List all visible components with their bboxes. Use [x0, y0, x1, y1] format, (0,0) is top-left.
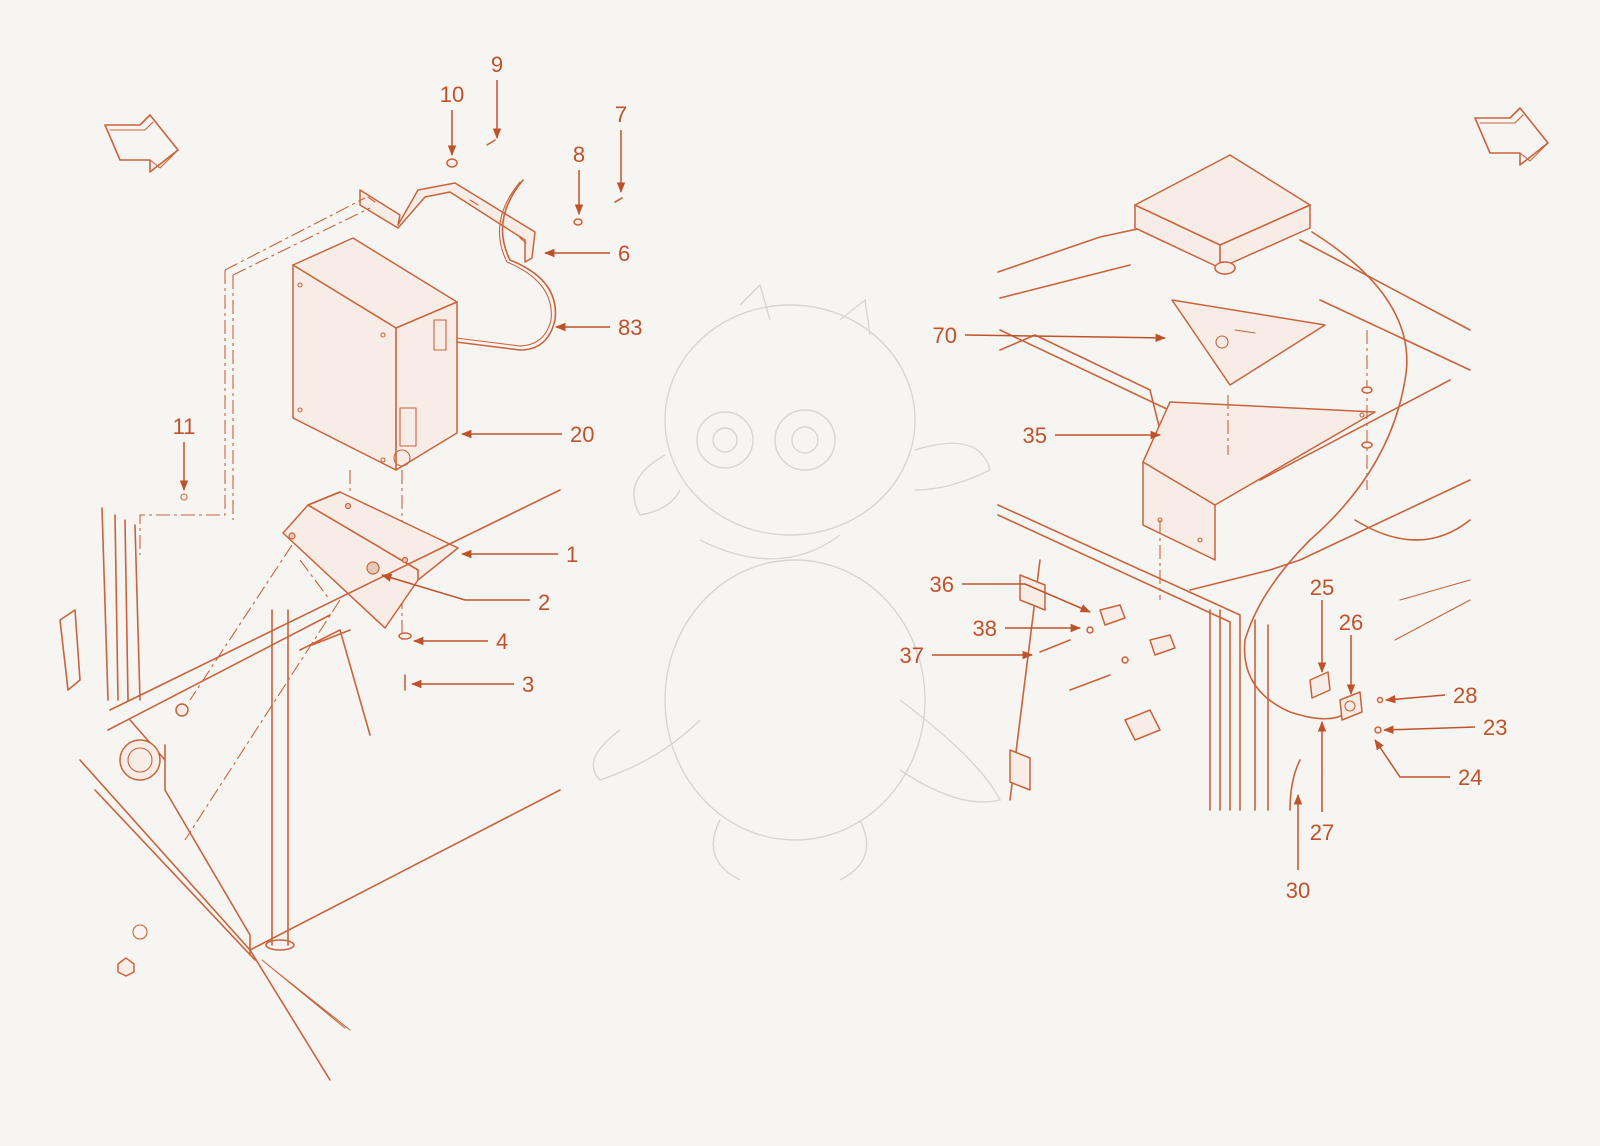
callout-c2: 2	[380, 573, 550, 615]
callout-label: 70	[933, 323, 957, 348]
callout-c23: 23	[1382, 715, 1507, 740]
callout-c9: 9	[491, 52, 503, 140]
frame-structure	[59, 489, 561, 1081]
callout-label: 6	[618, 241, 630, 266]
callout-c35: 35	[1023, 423, 1162, 448]
cover-panel	[1142, 401, 1376, 561]
callout-label: 38	[973, 616, 997, 641]
dragon-watermark-icon	[592, 283, 1002, 881]
callout-label: 9	[491, 52, 503, 77]
callout-label: 30	[1286, 878, 1310, 903]
callout-c70: 70	[933, 323, 1167, 348]
callout-label: 8	[573, 142, 585, 167]
callout-label: 20	[570, 422, 594, 447]
callout-c1: 1	[460, 542, 578, 567]
callout-c7: 7	[615, 102, 627, 194]
callout-label: 37	[900, 643, 924, 668]
antenna-cable	[1243, 231, 1408, 720]
fastener-set	[446, 139, 623, 226]
callout-label: 83	[618, 315, 642, 340]
callout-c25: 25	[1310, 575, 1334, 674]
callout-c28: 28	[1384, 683, 1477, 708]
enclosure-box	[292, 237, 458, 471]
callout-c20: 20	[460, 422, 594, 447]
callout-label: 35	[1023, 423, 1047, 448]
callout-c3: 3	[410, 672, 534, 697]
callout-label: 26	[1339, 610, 1363, 635]
callout-label: 7	[615, 102, 627, 127]
callout-label: 23	[1483, 715, 1507, 740]
callout-label: 4	[496, 629, 508, 654]
callout-c4: 4	[412, 629, 508, 654]
connector-bracket	[1309, 671, 1384, 734]
callout-c27: 27	[1310, 720, 1334, 845]
cable	[439, 179, 557, 351]
direction-arrow-icon	[1474, 107, 1549, 166]
mounting-plate	[282, 491, 459, 629]
callout-c8: 8	[573, 142, 585, 216]
callout-label: 10	[440, 82, 464, 107]
callout-c6: 6	[543, 241, 630, 266]
callout-c37: 37	[900, 643, 1034, 668]
mounting-bracket	[359, 182, 536, 263]
callout-label: 27	[1310, 820, 1334, 845]
callout-label: 11	[173, 414, 196, 439]
warning-label	[1171, 299, 1326, 386]
callout-c26: 26	[1339, 610, 1363, 696]
callout-c11: 11	[173, 414, 196, 492]
callout-c10: 10	[440, 82, 464, 157]
callout-label: 3	[522, 672, 534, 697]
callout-c83: 83	[554, 315, 642, 340]
callout-c36: 36	[930, 572, 1091, 613]
callout-label: 25	[1310, 575, 1334, 600]
callout-label: 24	[1458, 765, 1482, 790]
latch-assembly	[1009, 559, 1176, 801]
callout-label: 36	[930, 572, 954, 597]
callout-c30: 30	[1286, 793, 1310, 903]
callout-c38: 38	[973, 616, 1082, 641]
direction-arrow-icon	[104, 114, 179, 173]
callout-label: 1	[566, 542, 578, 567]
callout-label: 2	[538, 590, 550, 615]
receiver-unit	[1134, 154, 1311, 275]
callout-label: 28	[1453, 683, 1477, 708]
callout-c24: 24	[1374, 739, 1482, 790]
